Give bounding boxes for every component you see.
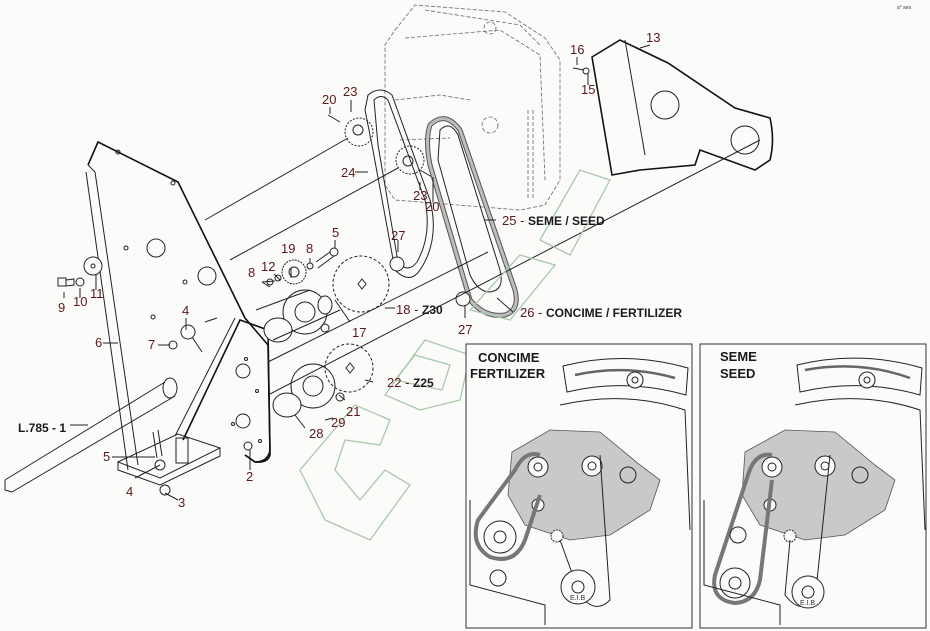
sprocket-z25 (324, 343, 374, 393)
callout-28: 28 (309, 426, 323, 441)
watermark (299, 169, 611, 541)
corner-mark: a° ses (897, 5, 911, 11)
callout-20-lower: 20 (425, 199, 439, 214)
callout-2: 2 (246, 469, 253, 484)
callout-12: 12 (261, 259, 275, 274)
belt-fertilizer (437, 125, 502, 293)
sprocket-23-lower (395, 145, 433, 178)
tensioner-27-upper (389, 256, 405, 272)
front-bracket (116, 317, 271, 486)
callout-8-right: 8 (306, 241, 313, 256)
hardware (57, 256, 253, 496)
inset-fertilizer-title-1: CONCIME (478, 350, 540, 365)
inset-seed-title-1: SEME (720, 349, 757, 364)
callout-9: 9 (58, 300, 65, 315)
sprocket-z30 (332, 255, 390, 313)
callout-15: 15 (581, 82, 595, 97)
callout-labels: L.785 - 1 2 3 4 4 5 5 6 7 8 8 9 10 11 12… (18, 30, 682, 510)
callout-13: 13 (646, 30, 660, 45)
callout-26: 26 - CONCIME / FERTILIZER (520, 305, 682, 320)
callout-21: 21 (346, 404, 360, 419)
callout-17: 17 (352, 325, 366, 340)
inset-fertilizer-hub-label: E.I.B (570, 595, 586, 602)
callout-10: 10 (73, 294, 87, 309)
bearing-flanges (263, 289, 345, 418)
callout-20-upper: 20 (322, 92, 336, 107)
inset-seed: SEME SEED E.I.B (699, 343, 927, 629)
callout-5-lower: 5 (103, 449, 110, 464)
callout-24: 24 (341, 165, 355, 180)
callout-11: 11 (90, 286, 104, 301)
inset-seed-hub-label: E.I.B (800, 600, 816, 607)
callout-29: 29 (331, 415, 345, 430)
callout-6: 6 (95, 335, 102, 350)
inset-fertilizer: CONCIME FERTILIZER E.I.B (465, 343, 693, 629)
side-plate (85, 140, 271, 471)
callout-18: 18 - Z30 (396, 302, 443, 317)
callout-27-upper: 27 (391, 228, 405, 243)
leader-lines (204, 137, 761, 396)
callout-1: L.785 - 1 (18, 421, 66, 435)
callout-4-lower: 4 (126, 484, 133, 499)
callout-7: 7 (148, 337, 155, 352)
sprocket-23-upper (327, 114, 374, 147)
callout-3: 3 (178, 495, 185, 510)
inset-fertilizer-title-2: FERTILIZER (470, 366, 546, 381)
inset-seed-title-2: SEED (720, 366, 755, 381)
callout-25: 25 - SEME / SEED (502, 213, 605, 228)
callout-27-lower: 27 (458, 322, 472, 337)
callout-4-upper: 4 (182, 303, 189, 318)
belt-seed (425, 116, 519, 318)
callout-23-lower: 23 (413, 188, 427, 203)
callout-19: 19 (281, 241, 295, 256)
callout-23-upper: 23 (343, 84, 357, 99)
callout-22: 22 - Z25 (387, 375, 434, 390)
gearbox-housing (384, 4, 561, 211)
cover-13 (572, 39, 774, 176)
callout-16: 16 (570, 42, 584, 57)
callout-8-left: 8 (248, 265, 255, 280)
idler-assembly (266, 247, 339, 286)
callout-leaders (63, 44, 651, 501)
callout-5-upper: 5 (332, 225, 339, 240)
hex-shaft (4, 377, 178, 493)
chain-24 (364, 89, 434, 278)
